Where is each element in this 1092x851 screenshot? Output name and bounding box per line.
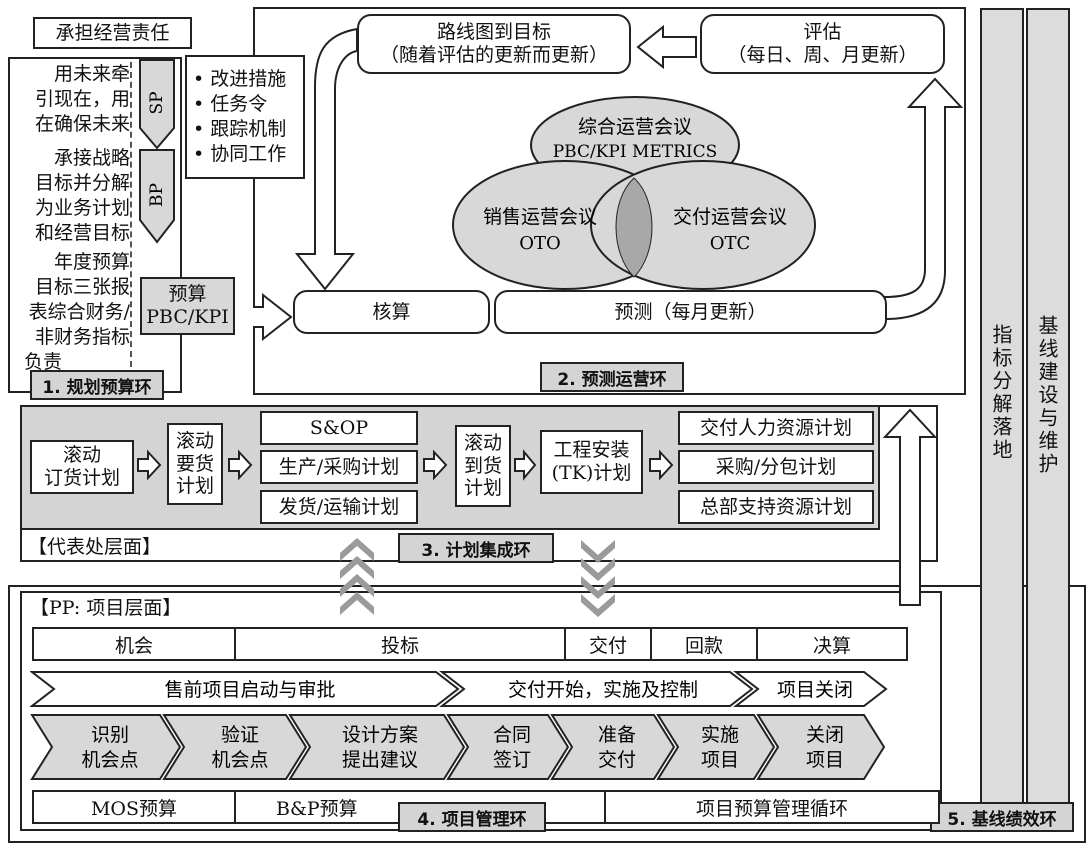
meeting-venn: 综合运营会议 PBC/KPI METRICS 销售运营会议 OTO 交付运营会议…: [452, 96, 816, 290]
meeting-right-line2: OTC: [710, 233, 751, 254]
loop1-dashed-line: [130, 62, 132, 367]
step-4-line1: 合同: [493, 724, 531, 746]
loop4-level-label: 【PP: 项目层面】: [30, 597, 182, 619]
loop5-column-1: [980, 8, 1024, 808]
bp-arrow-shape: [139, 149, 175, 244]
sop-box: S&OP: [260, 411, 418, 445]
step-arrows: 识别 机会点 验证 机会点 设计方案 提出建议 合同 签订 准备 交付 实施 项…: [30, 714, 886, 780]
step-6-line2: 项目: [701, 749, 739, 771]
stage-delivery-label: 交付开始，实施及控制: [508, 679, 698, 701]
loop5-col2-text: 基线建设与维护: [1035, 315, 1059, 476]
rolling-demand-plan: 滚动要货计划: [167, 423, 223, 505]
meeting-left-line1: 销售运营会议: [483, 206, 597, 228]
step-6-line1: 实施: [701, 724, 739, 746]
budget-to-accounting-arrow: [253, 292, 293, 342]
loop5-label: 5. 基线绩效环: [930, 802, 1074, 832]
loop2-frame: [253, 7, 966, 395]
hq-resource-plan: 总部支持资源计划: [678, 490, 874, 524]
loop1-text-2: 承接战略目标并分解为业务计划和经营目标: [34, 147, 130, 244]
loop2-label: 2. 预测运营环: [540, 362, 684, 392]
forecast-box: 预测（每月更新）: [494, 290, 887, 334]
step-5-line2: 交付: [598, 749, 636, 771]
step-1-shape: [30, 714, 182, 780]
step-2-line1: 验证: [221, 724, 259, 746]
sp-arrow-shape: [139, 59, 175, 150]
stage-presales-label: 售前项目启动与审批: [164, 679, 335, 701]
step-3-line2: 提出建议: [342, 749, 418, 771]
roadmap-box: 路线图到目标（随着评估的更新而更新）: [357, 14, 631, 74]
loop3-label: 3. 计划集成环: [398, 533, 554, 563]
phase-bidding: 投标: [234, 627, 566, 661]
meeting-overlap: [615, 177, 653, 278]
stage-arrows: 售前项目启动与审批 交付开始，实施及控制 项目关闭: [30, 671, 888, 707]
rolling-order-plan: 滚动订货计划: [30, 440, 134, 494]
roadmap-to-accounting-arrow: [294, 27, 358, 291]
step-4-line2: 签订: [493, 749, 531, 771]
step-6-shape: [656, 714, 776, 780]
budget-project-cycle: 项目预算管理循环: [604, 790, 940, 824]
procurement-plan: 采购/分包计划: [678, 450, 874, 484]
step-1-line1: 识别: [91, 724, 129, 746]
stage-presales-shape: [30, 671, 460, 707]
phase-settlement: 决算: [756, 627, 908, 661]
meeting-right-line1: 交付运营会议: [673, 206, 787, 228]
shipping-plan: 发货/运输计划: [260, 490, 418, 524]
step-4-shape: [446, 714, 570, 780]
loop1-header: 承担经营责任: [33, 17, 192, 49]
loop2-arrows: [253, 24, 964, 342]
stage-closure-shape: [733, 671, 888, 707]
step-7-shape: [756, 714, 886, 780]
stage-delivery-shape: [439, 671, 754, 707]
bp-arrow-label: BP: [147, 183, 167, 207]
loop5-column-2: [1026, 8, 1070, 808]
meeting-top-line2: PBC/KPI METRICS: [553, 142, 718, 162]
sp-bp-arrows: SP BP: [139, 59, 175, 244]
evaluation-to-roadmap-arrow: [636, 24, 697, 70]
budget-mos: MOS预算: [32, 790, 236, 824]
loop1-text-1: 用未来牵引现在，用在确保未来: [34, 63, 130, 135]
meeting-left-line2: OTO: [519, 233, 561, 254]
step-7-line1: 关闭: [806, 724, 844, 746]
step-3-shape: [288, 714, 466, 780]
rolling-arrival-plan: 滚动到货计划: [455, 425, 511, 507]
step-7-line2: 项目: [806, 749, 844, 771]
phase-row: 机会 投标 交付 回款 决算: [32, 627, 908, 661]
phase-opportunity: 机会: [32, 627, 236, 661]
step-2-shape: [162, 714, 308, 780]
measures-box: • 改进措施• 任务令• 跟踪机制• 协同工作: [185, 55, 305, 179]
loop4-label: 4. 项目管理环: [398, 802, 546, 832]
step-2-line2: 机会点: [211, 749, 268, 771]
meeting-top-line1: 综合运营会议: [578, 116, 692, 138]
hr-plan: 交付人力资源计划: [678, 411, 874, 445]
phase-collection: 回款: [650, 627, 758, 661]
engineering-plan: 工程安装(TK)计划: [540, 430, 643, 494]
step-3-line1: 设计方案: [342, 724, 418, 746]
step-5-line1: 准备: [598, 724, 636, 746]
loop5-col1-text: 指标分解落地: [989, 324, 1013, 462]
phase-delivery: 交付: [564, 627, 652, 661]
loop4-frame: [8, 585, 1086, 843]
accounting-box: 核算: [293, 290, 490, 334]
loop1-label: 1. 规划预算环: [30, 370, 164, 400]
forecast-to-evaluation-arrow: [884, 77, 964, 321]
stage-closure-label: 项目关闭: [777, 679, 853, 701]
step-1-line2: 机会点: [81, 749, 138, 771]
loop3-level-label: 【代表处层面】: [28, 536, 162, 558]
sp-arrow-label: SP: [147, 91, 167, 114]
step-5-shape: [550, 714, 676, 780]
evaluation-box: 评估（每日、周、月更新）: [700, 14, 945, 74]
loop1-text-3: 年度预算目标三张报表综合财务/非财务指标负责: [24, 251, 130, 373]
production-plan: 生产/采购计划: [260, 450, 418, 484]
